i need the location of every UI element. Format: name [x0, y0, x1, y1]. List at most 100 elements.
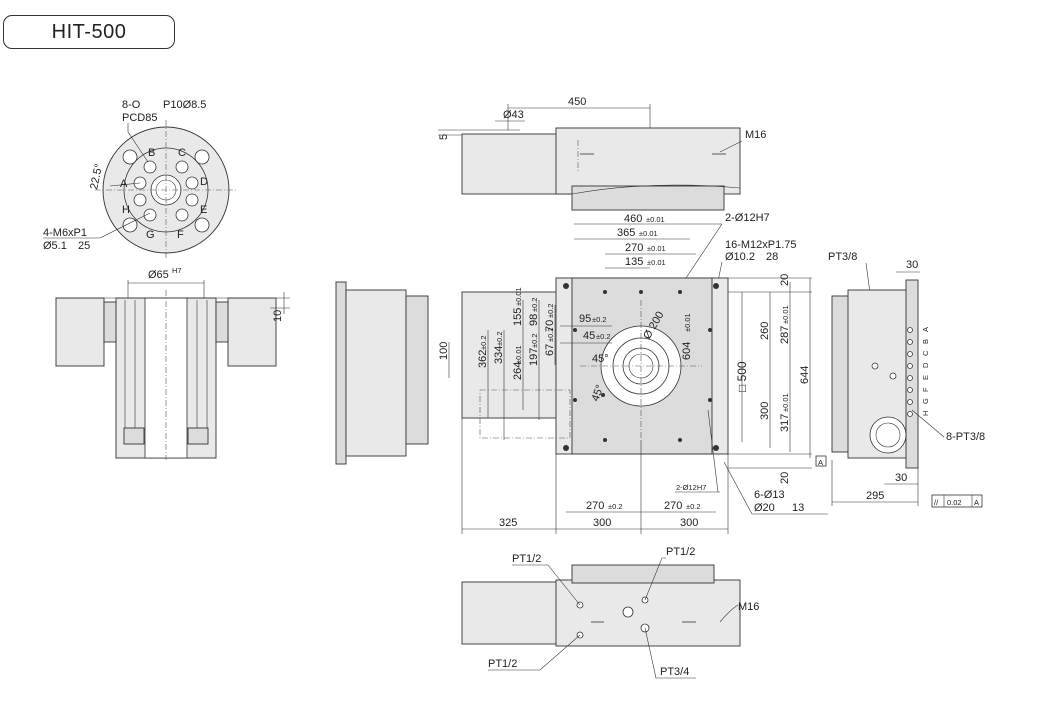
dim-317: 317 [779, 414, 791, 432]
plan-holes [563, 283, 719, 451]
svg-text:±0.2: ±0.2 [530, 297, 539, 312]
pt8-label: 8-PT3/8 [946, 431, 985, 443]
port-hole-d [185, 176, 199, 190]
top-view-body [555, 127, 741, 195]
port-label-g: G [146, 229, 155, 241]
port-label-h: H [122, 204, 130, 216]
dim-295: 295 [866, 490, 884, 502]
port-label-d: D [200, 176, 208, 188]
side-letter-f: F [921, 387, 930, 392]
angle-45a: 45° [592, 353, 609, 365]
dim-264: 264 [512, 362, 524, 380]
holes-leader [127, 123, 149, 163]
bottom-motor [461, 581, 573, 645]
dim-197: 197 [528, 348, 540, 366]
bottom-view: PT1/2 PT1/2 M16 PT1/2 PT3/4 [461, 546, 759, 679]
side-letter-e: E [921, 375, 930, 380]
dim-300v: 300 [759, 402, 771, 420]
dim-362: 362 [477, 350, 489, 368]
section-bolt-left [103, 301, 117, 343]
bottom-table [571, 564, 715, 584]
bore-tolerance: H7 [172, 266, 182, 275]
pt34-label: PT3/4 [660, 666, 689, 678]
right-motor-port [869, 416, 907, 454]
svg-text:±0.2: ±0.2 [546, 327, 555, 342]
dim-45: 45 [583, 330, 595, 342]
datum-box [815, 455, 827, 467]
side-letter-d: D [921, 362, 930, 368]
pt12-a-label: PT1/2 [512, 553, 541, 565]
m16-top-label: M16 [745, 129, 766, 141]
section-seal-right [187, 427, 209, 445]
mount-hole [194, 149, 210, 165]
side-letter-h: H [921, 411, 930, 416]
flatness-frame [931, 494, 983, 508]
m16-bottom-label: M16 [738, 601, 759, 613]
side-letter-g: G [921, 398, 930, 404]
dim-d43: Ø43 [503, 109, 524, 121]
port-hole-b [143, 160, 157, 174]
dim-270c: 270 [664, 500, 682, 512]
port-hole-e [185, 193, 199, 207]
port-label-f: F [177, 229, 184, 241]
left-side-view [335, 281, 429, 465]
port-label-c: C [178, 147, 186, 159]
flatness-value: 0.02 [947, 498, 962, 507]
dim-604: 604 [681, 342, 693, 360]
right-side-view: PT3/8 30 H G F E [815, 251, 985, 508]
dim-100: 100 [438, 342, 450, 360]
pt12-c-label: PT1/2 [488, 658, 517, 670]
port-hole-g [143, 208, 157, 222]
side-letter-a: A [921, 327, 930, 332]
svg-text:±0.01: ±0.01 [683, 313, 692, 332]
pcd-label: PCD85 [122, 112, 157, 124]
dim-287: 287 [779, 326, 791, 344]
dim-67: 67 [544, 344, 556, 356]
port-hole-f [175, 208, 189, 222]
top-view-table [571, 185, 725, 211]
mount-hole [122, 217, 138, 233]
svg-text:±0.01: ±0.01 [781, 393, 790, 412]
tap-label: 4-M6xP1 [43, 227, 87, 239]
svg-text:±0.2: ±0.2 [608, 502, 623, 511]
dim-98: 98 [528, 314, 540, 326]
svg-text:±0.01: ±0.01 [514, 345, 523, 364]
holes-label: 8-O [122, 99, 141, 111]
dim-135: 135 [625, 256, 643, 268]
face-view: B C D E F G H A 8-O P10Ø8.5 PCD85 22.5° … [43, 99, 237, 260]
ten-label: 10 [272, 310, 284, 322]
svg-text:±0.2: ±0.2 [479, 335, 488, 350]
top-view-motor [461, 133, 571, 195]
pt38-label: PT3/8 [828, 251, 857, 263]
svg-text:±0.01: ±0.01 [514, 287, 523, 306]
dim-155: 155 [512, 308, 524, 326]
section-seal-left [123, 427, 145, 445]
port-hole-h [133, 193, 147, 207]
tap-drill-label: Ø5.1 [43, 240, 67, 252]
svg-text:±0.01: ±0.01 [781, 305, 790, 324]
svg-text:±0.2: ±0.2 [495, 331, 504, 346]
dim-270: 270 [625, 242, 643, 254]
bottom-body [555, 579, 741, 647]
right-table [831, 295, 851, 453]
tap16-label: 16-M12xP1.75 [725, 239, 797, 251]
dim-300a: 300 [593, 517, 611, 529]
plan-motor [461, 291, 573, 419]
port-label-e: E [200, 204, 207, 216]
dim-270b: 270 [586, 500, 604, 512]
datum-label: A [818, 458, 823, 467]
dim-460: 460 [624, 213, 642, 225]
section-right-body [227, 297, 277, 367]
holes6-depth: 13 [792, 502, 804, 514]
dim-30a: 30 [906, 259, 918, 271]
svg-text:±0.2: ±0.2 [596, 332, 611, 341]
dim-365: 365 [617, 227, 635, 239]
dim-20a: 20 [779, 274, 791, 286]
top-view: 450 Ø43 5 M16 [438, 96, 766, 211]
dim-70: 70 [544, 320, 556, 332]
svg-text:±0.01: ±0.01 [646, 215, 665, 224]
holes6-d: Ø20 [754, 502, 775, 514]
tap16-depth: 28 [766, 251, 778, 263]
